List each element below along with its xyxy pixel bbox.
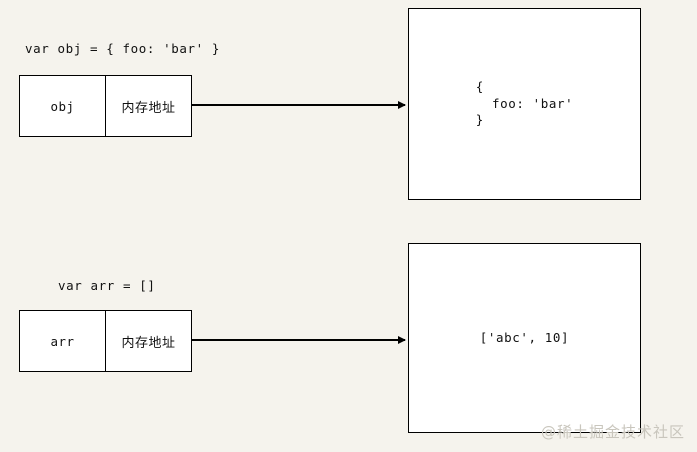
heap-value-arr: ['abc', 10]: [479, 329, 570, 345]
pointer-arrow-obj: [192, 100, 406, 109]
heap-box-obj: { foo: 'bar' }: [408, 8, 641, 200]
variable-address-obj: 内存地址: [105, 76, 191, 136]
declaration-arr: var arr = []: [58, 278, 156, 293]
variable-name-arr: arr: [50, 333, 75, 349]
variable-name-obj: obj: [50, 98, 75, 114]
heap-box-arr: ['abc', 10]: [408, 243, 641, 433]
heap-value-obj: { foo: 'bar' }: [475, 78, 574, 128]
arrow-head-icon: [398, 335, 406, 344]
declaration-obj: var obj = { foo: 'bar' }: [25, 41, 221, 56]
variable-address-arr: 内存地址: [105, 311, 191, 371]
arrow-head-icon: [398, 100, 406, 109]
variable-table-arr: arr 内存地址: [19, 310, 192, 372]
variable-table-obj: obj 内存地址: [19, 75, 192, 137]
pointer-arrow-arr: [192, 335, 406, 344]
